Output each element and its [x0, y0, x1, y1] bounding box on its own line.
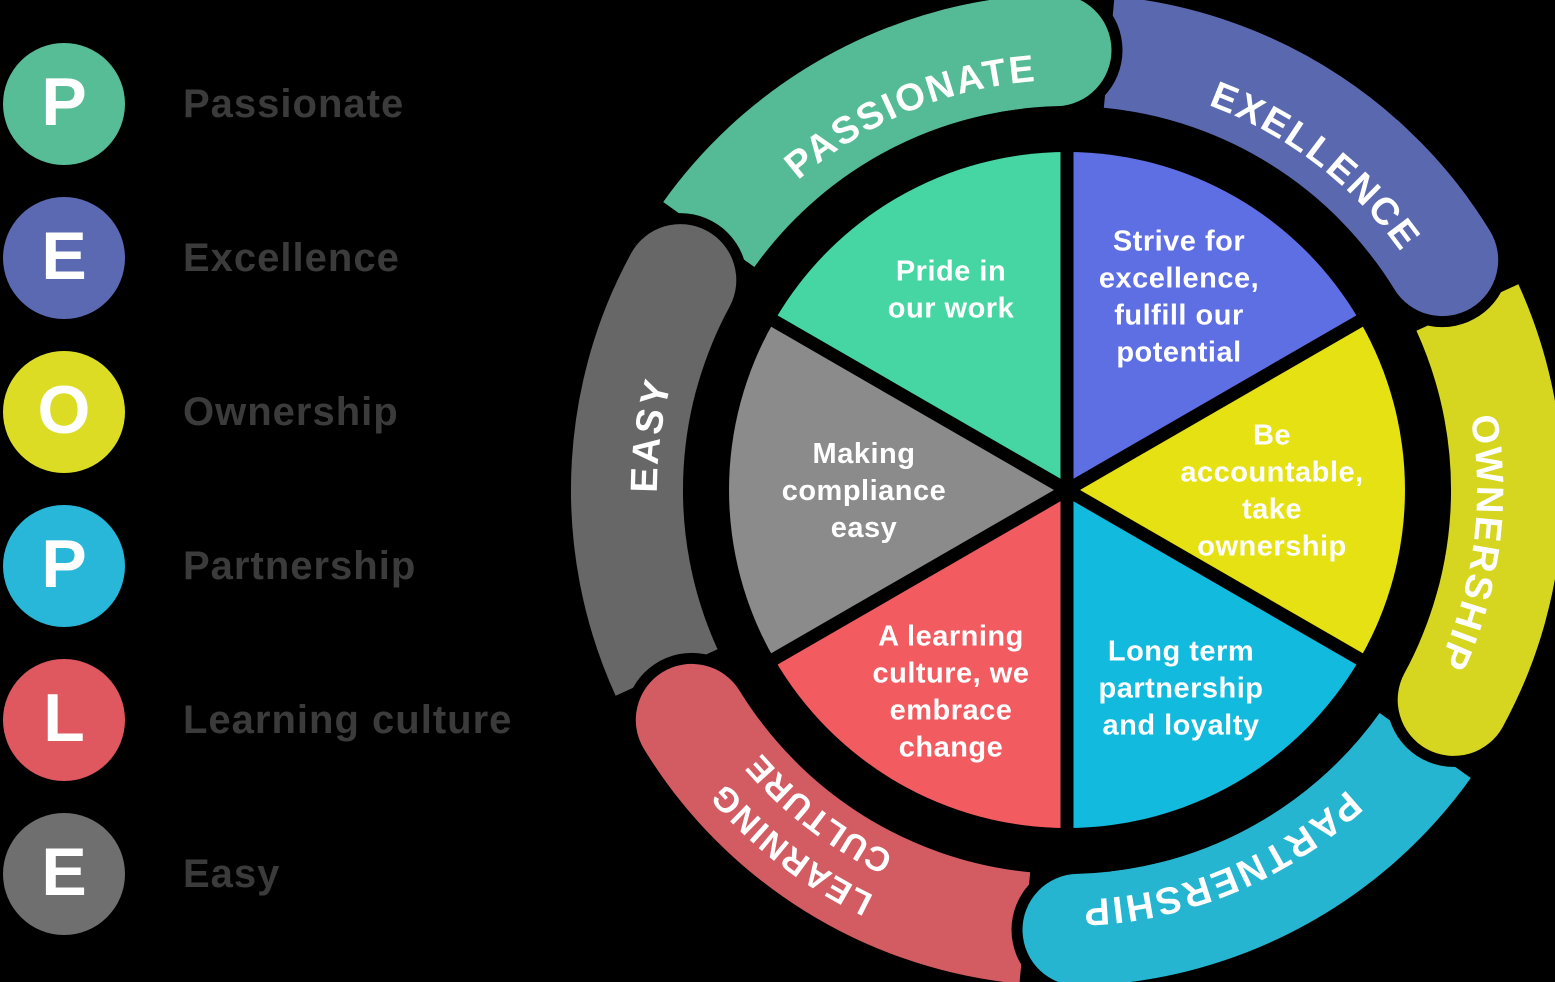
ring-cap-partnership — [1022, 860, 1234, 982]
legend-badge-ownership: O — [3, 351, 125, 473]
legend-letter: O — [37, 372, 91, 448]
legend-badge-passionate: P — [3, 43, 125, 165]
legend-item-partnership: P Partnership — [3, 505, 512, 627]
legend-letter: P — [41, 64, 87, 140]
ring-cap-ownership — [1397, 551, 1547, 756]
legend-label: Partnership — [183, 543, 417, 588]
slice-easy — [729, 321, 1067, 659]
slice-excellence — [1067, 152, 1360, 490]
slice-partnership — [1067, 490, 1360, 828]
legend-item-easy: E Easy — [3, 813, 512, 935]
legend-badge-partnership: P — [3, 505, 125, 627]
slice-divider — [762, 310, 1372, 670]
legend-item-learning-culture: L Learning culture — [3, 659, 512, 781]
legend-badge-easy: E — [3, 813, 125, 935]
legend-item-excellence: E Excellence — [3, 197, 512, 319]
slice-ownership — [1067, 321, 1405, 659]
ring-cap-excellence — [1324, 125, 1499, 317]
slice-learning-culture — [774, 490, 1067, 828]
ring-cap-passionate — [900, 0, 1112, 120]
legend-label: Easy — [183, 851, 281, 896]
legend-badge-excellence: E — [3, 197, 125, 319]
slice-passionate — [774, 152, 1067, 490]
legend-item-ownership: O Ownership — [3, 351, 512, 473]
legend-item-passionate: P Passionate — [3, 43, 512, 165]
legend-label: Learning culture — [183, 697, 513, 742]
legend-letter: L — [43, 680, 85, 756]
legend-letter: E — [41, 834, 87, 910]
people-acronym-legend: P Passionate E Excellence O Ownership P … — [3, 43, 512, 935]
legend-label: Passionate — [183, 81, 405, 126]
legend-letter: P — [41, 526, 87, 602]
legend-label: Ownership — [183, 389, 399, 434]
legend-label: Excellence — [183, 235, 400, 280]
legend-badge-learning-culture: L — [3, 659, 125, 781]
legend-letter: E — [41, 218, 87, 294]
ring-cap-learning-culture — [635, 663, 810, 855]
ring-cap-easy — [587, 224, 737, 429]
